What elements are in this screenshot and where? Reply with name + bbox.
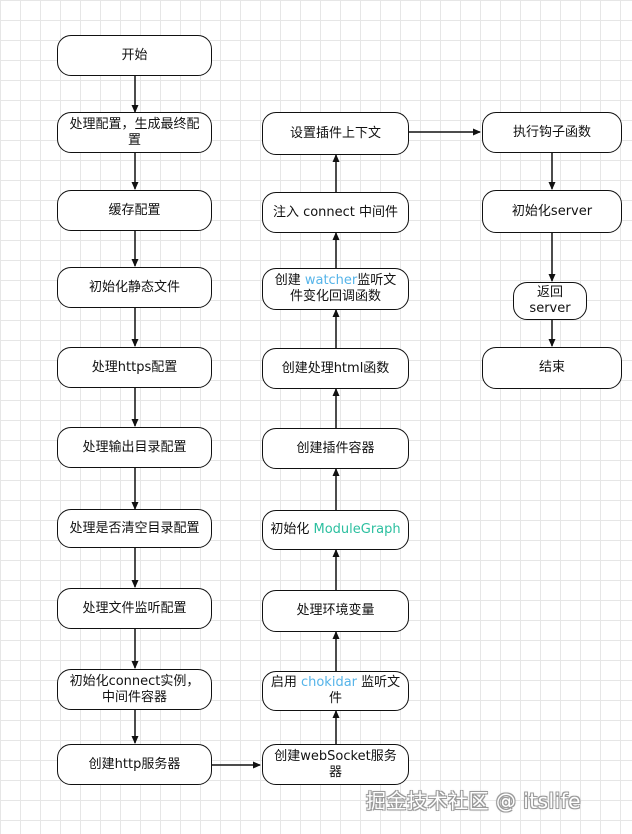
node-return-server: 返回server xyxy=(513,282,587,320)
node-inject-connect: 注入 connect 中间件 xyxy=(262,192,409,233)
node-init-server: 初始化server xyxy=(482,190,622,233)
node-init-module-graph: 初始化 ModuleGraph xyxy=(262,510,409,550)
node-html-fn: 创建处理html函数 xyxy=(262,348,409,389)
node-https-config: 处理https配置 xyxy=(57,347,212,388)
modulegraph-highlight: ModuleGraph xyxy=(313,522,401,537)
node-process-config: 处理配置，生成最终配置 xyxy=(57,112,212,153)
node-plugin-context: 设置插件上下文 xyxy=(262,112,409,155)
watcher-highlight: watcher xyxy=(304,273,358,288)
node-init-static: 初始化静态文件 xyxy=(57,267,212,308)
node-create-http: 创建http服务器 xyxy=(57,744,212,785)
node-create-websocket: 创建webSocket服务器 xyxy=(262,744,409,785)
node-plugin-container: 创建插件容器 xyxy=(262,428,409,469)
node-cache-config: 缓存配置 xyxy=(57,190,212,231)
chokidar-highlight: chokidar xyxy=(300,675,358,690)
node-init-connect: 初始化connect实例，中间件容器 xyxy=(57,669,212,710)
node-clear-dir: 处理是否清空目录配置 xyxy=(57,509,212,548)
node-output-dir: 处理输出目录配置 xyxy=(57,427,212,468)
node-file-watch-config: 处理文件监听配置 xyxy=(57,588,212,629)
node-end: 结束 xyxy=(482,347,622,389)
node-start: 开始 xyxy=(57,35,212,76)
node-enable-chokidar: 启用 chokidar 监听文件 xyxy=(262,671,409,711)
node-watcher: 创建 watcher监听文件变化回调函数 xyxy=(262,268,409,310)
watermark: 掘金技术社区 @ itslife xyxy=(366,789,581,813)
node-env-vars: 处理环境变量 xyxy=(262,590,409,632)
node-exec-hooks: 执行钩子函数 xyxy=(482,112,622,153)
